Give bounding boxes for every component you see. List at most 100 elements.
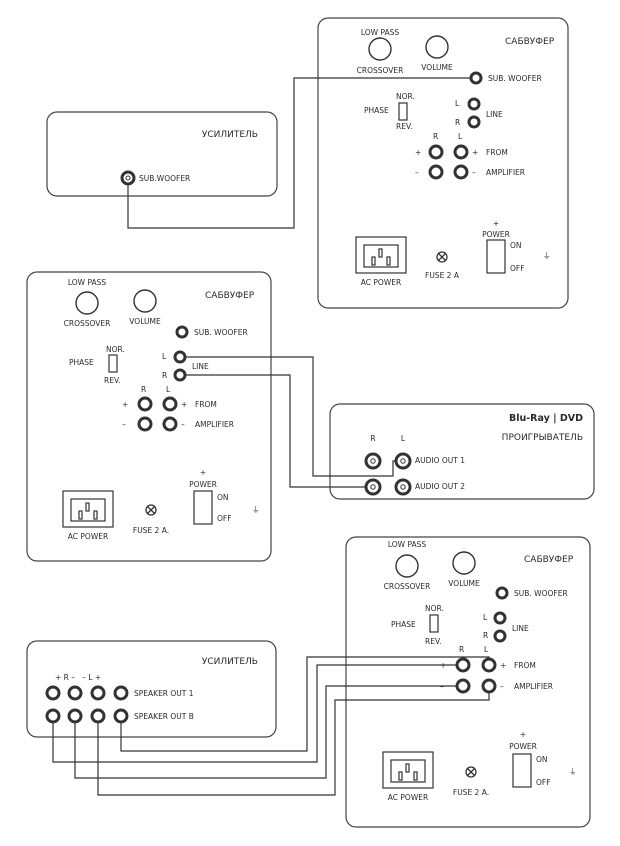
speaker-out-1-l-minus-jack [90,685,106,701]
svg-text:NOR.: NOR. [425,604,444,613]
line-l-jack [467,97,481,111]
fuse-icon [436,251,448,263]
from-l-minus-jack [453,164,469,180]
subwoofer-2-panel [26,271,272,562]
volume-knob [452,551,476,575]
svg-text:CROSSOVER: CROSSOVER [64,319,111,328]
svg-text:POWER: POWER [482,230,510,239]
svg-text:PHASE: PHASE [69,358,94,367]
svg-text:OFF: OFF [536,778,551,787]
svg-text:NOR.: NOR. [106,345,125,354]
amplifier-1-subwoofer-label: SUB.WOOFER [139,174,190,183]
subwoofer-2-title: САБВУФЕР [205,291,255,301]
svg-text:L: L [455,99,460,108]
bluray-dvd-player: Blu-Ray | DVD ПРОИГРЫВАТЕЛЬ R L AUDIO OU… [329,403,595,500]
svg-text:POWER: POWER [509,742,537,751]
fuse-icon [145,504,157,516]
wire-line-r-to-audio-out-2 [185,374,366,488]
amplifier-2-title: УСИЛИТЕЛЬ [202,657,258,667]
player-brand: Blu-Ray | DVD [509,413,583,424]
amplifier-2-polarity: + R – – L + [55,673,101,682]
audio-out-2-label: AUDIO OUT 2 [415,482,465,491]
svg-text:REV.: REV. [104,376,121,385]
svg-text:FUSE 2 A: FUSE 2 A [425,271,460,280]
speaker-out-b-l-minus-jack [90,708,106,724]
svg-text:CROSSOVER: CROSSOVER [357,66,404,75]
wire-speaker-r-minus [74,685,457,779]
svg-text:–: – [122,420,126,429]
amplifier-2-panel [26,640,277,738]
svg-text:R: R [162,371,167,380]
svg-text:+: + [493,219,499,228]
svg-text:L: L [484,645,489,654]
svg-text:FROM: FROM [486,148,508,157]
svg-text:VOLUME: VOLUME [421,63,453,72]
wires [52,77,490,796]
amplifier-2: УСИЛИТЕЛЬ + R – – L + SPEAKER OUT 1 SPEA… [26,640,277,738]
from-r-minus-jack [455,678,471,694]
amplifier-1: УСИЛИТЕЛЬ SUB.WOOFER [46,111,278,197]
svg-text:LOW PASS: LOW PASS [361,28,400,37]
svg-text:CROSSOVER: CROSSOVER [384,582,431,591]
svg-text:+: + [520,730,526,739]
speaker-out-b-r-minus-jack [67,708,83,724]
subwoofer-1-panel [317,17,569,309]
speaker-out-1-r-minus-jack [67,685,83,701]
speaker-out-b-l-plus-jack [113,708,129,724]
svg-text:FROM: FROM [514,661,536,670]
svg-text:R: R [455,118,460,127]
line-l-jack [493,611,507,625]
crossover-knob [75,291,99,315]
speaker-out-b-label: SPEAKER OUT B [134,712,194,721]
svg-text:AC POWER: AC POWER [68,532,108,541]
from-r-plus-jack [428,144,444,160]
svg-text:NOR.: NOR. [396,92,415,101]
svg-text:R: R [141,385,146,394]
svg-text:FUSE 2 A.: FUSE 2 A. [453,788,489,797]
speaker-out-b-r-plus-jack [45,708,61,724]
subwoofer-1-sub-woofer-jack [469,71,483,85]
svg-text:PHASE: PHASE [364,106,389,115]
svg-text:AMPLIFIER: AMPLIFIER [195,420,234,429]
svg-text:OFF: OFF [510,264,525,273]
svg-text:AMPLIFIER: AMPLIFIER [486,168,525,177]
svg-text:AC POWER: AC POWER [361,278,401,287]
svg-text:R: R [483,631,488,640]
subwoofer-2: САБВУФЕР LOW PASS CROSSOVER VOLUME SUB. … [26,271,272,562]
ground-icon: ⏚ [569,767,577,776]
wire-speaker-l-plus [120,656,490,752]
svg-text:L: L [166,385,171,394]
svg-text:LINE: LINE [192,362,209,371]
svg-text:+: + [200,468,206,477]
line-l-jack [173,350,187,364]
svg-text:+: + [181,400,187,409]
svg-text:OFF: OFF [217,514,232,523]
speaker-out-1-r-plus-jack [45,685,61,701]
svg-text:R: R [370,434,375,443]
svg-text:POWER: POWER [189,480,217,489]
svg-text:LINE: LINE [486,110,503,119]
from-l-minus-jack [481,678,497,694]
svg-text:LINE: LINE [512,624,529,633]
from-r-plus-jack [455,657,471,673]
from-l-plus-jack [481,657,497,673]
svg-text:+: + [122,400,128,409]
ground-icon: ⏚ [543,251,551,260]
from-r-minus-jack [137,416,153,432]
svg-text:–: – [500,682,504,691]
svg-text:–: – [181,420,185,429]
svg-text:SUB. WOOFER: SUB. WOOFER [194,328,248,337]
volume-knob [425,35,449,59]
amplifier-1-panel [46,111,278,197]
wire-amp-to-subwoofer-1 [127,77,471,229]
power-switch [512,753,532,788]
svg-text:–: – [472,168,476,177]
line-r-jack [173,368,187,382]
svg-text:AC POWER: AC POWER [388,793,428,802]
wire-speaker-r-plus [52,664,457,763]
svg-text:LOW PASS: LOW PASS [68,278,107,287]
phase-switch [398,102,408,121]
subwoofer-1: САБВУФЕР LOW PASS CROSSOVER VOLUME SUB. … [317,17,569,309]
svg-text:LOW PASS: LOW PASS [388,540,427,549]
